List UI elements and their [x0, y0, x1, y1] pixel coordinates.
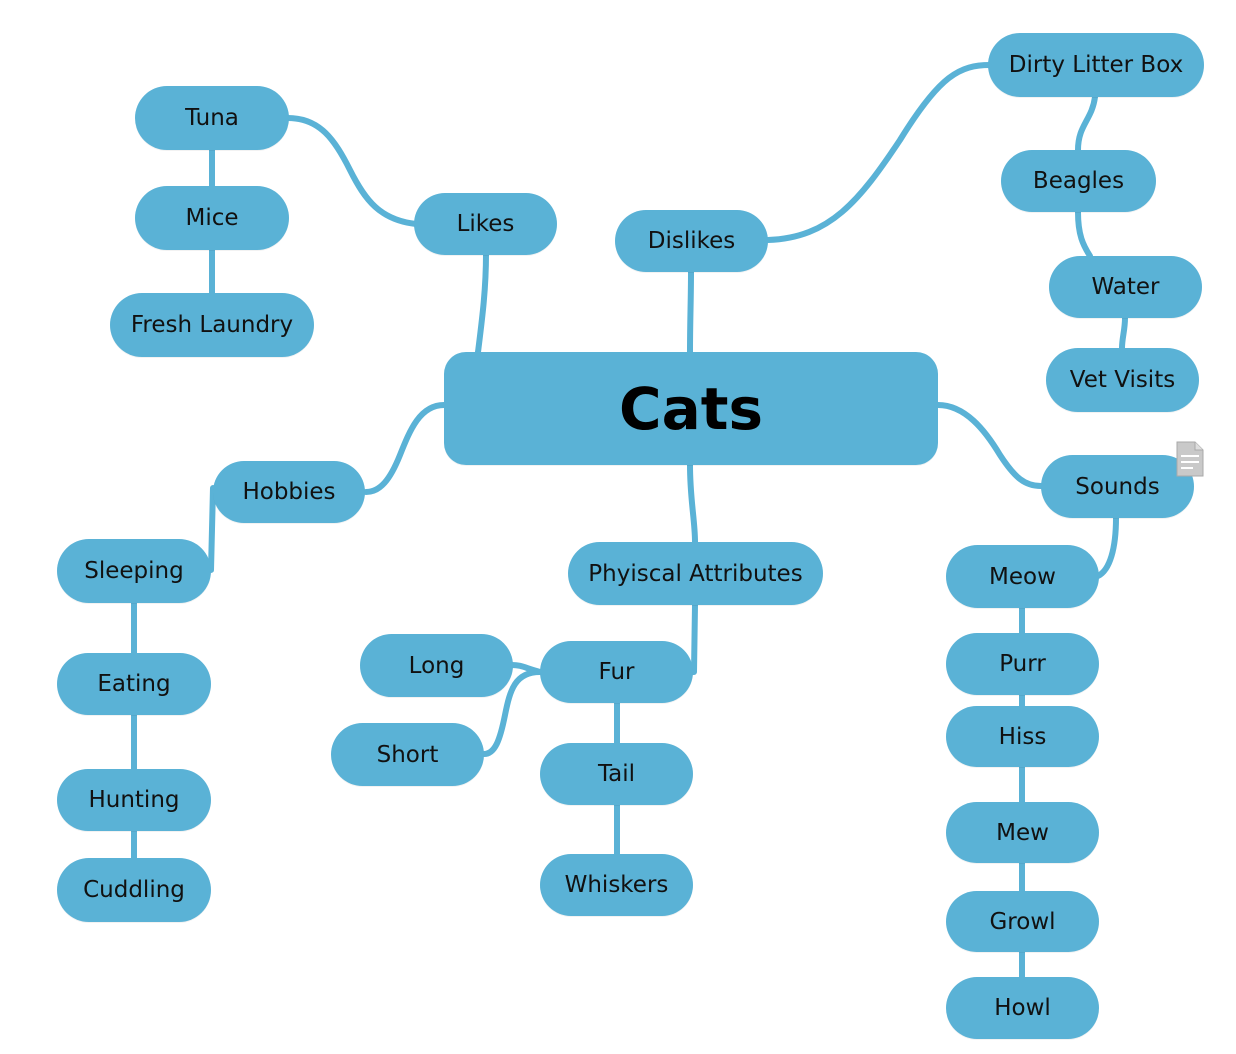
link-hobbies-sleeping — [208, 485, 216, 573]
topic-meow[interactable]: Meow — [946, 545, 1099, 608]
topic-tuna[interactable]: Tuna — [135, 86, 289, 150]
topic-long[interactable]: Long — [360, 634, 513, 697]
central-topic[interactable]: Cats — [444, 352, 938, 465]
link-root-physical — [687, 462, 698, 545]
topic-purr[interactable]: Purr — [946, 633, 1099, 695]
topic-vet-visits[interactable]: Vet Visits — [1046, 348, 1199, 412]
topic-howl[interactable]: Howl — [946, 977, 1099, 1039]
topic-fur[interactable]: Fur — [540, 641, 693, 703]
topic-mew[interactable]: Mew — [946, 802, 1099, 863]
topic-water[interactable]: Water — [1049, 256, 1202, 318]
link-litter-beagles — [1075, 94, 1098, 153]
topic-likes[interactable]: Likes — [414, 193, 557, 255]
link-root-sounds — [935, 402, 1044, 489]
topic-sounds[interactable]: Sounds — [1041, 455, 1194, 518]
note-icon[interactable] — [1175, 440, 1205, 478]
topic-tail[interactable]: Tail — [540, 743, 693, 805]
topic-dirty-litter-box[interactable]: Dirty Litter Box — [988, 33, 1204, 97]
link-root-hobbies — [363, 402, 447, 495]
topic-physical-attributes[interactable]: Phyiscal Attributes — [568, 542, 823, 605]
link-likes-tuna — [285, 115, 419, 227]
topic-mice[interactable]: Mice — [135, 186, 289, 250]
topic-hobbies[interactable]: Hobbies — [213, 461, 365, 523]
link-root-likes — [475, 251, 489, 355]
topic-eating[interactable]: Eating — [57, 653, 211, 715]
link-root-dislikes — [687, 269, 694, 355]
link-sounds-meow — [1095, 515, 1119, 579]
link-fur-short — [481, 669, 543, 757]
link-physical-fur — [689, 602, 698, 675]
link-water-vet — [1119, 315, 1128, 351]
topic-dislikes[interactable]: Dislikes — [615, 210, 768, 272]
topic-growl[interactable]: Growl — [946, 891, 1099, 952]
topic-whiskers[interactable]: Whiskers — [540, 854, 693, 916]
topic-hunting[interactable]: Hunting — [57, 769, 211, 831]
topic-beagles[interactable]: Beagles — [1001, 150, 1156, 212]
topic-fresh-laundry[interactable]: Fresh Laundry — [110, 293, 314, 357]
link-beagles-water — [1075, 209, 1093, 259]
link-dislikes-litter — [765, 62, 993, 243]
topic-cuddling[interactable]: Cuddling — [57, 858, 211, 922]
topic-short[interactable]: Short — [331, 723, 484, 786]
topic-hiss[interactable]: Hiss — [946, 706, 1099, 767]
topic-sleeping[interactable]: Sleeping — [57, 539, 211, 603]
